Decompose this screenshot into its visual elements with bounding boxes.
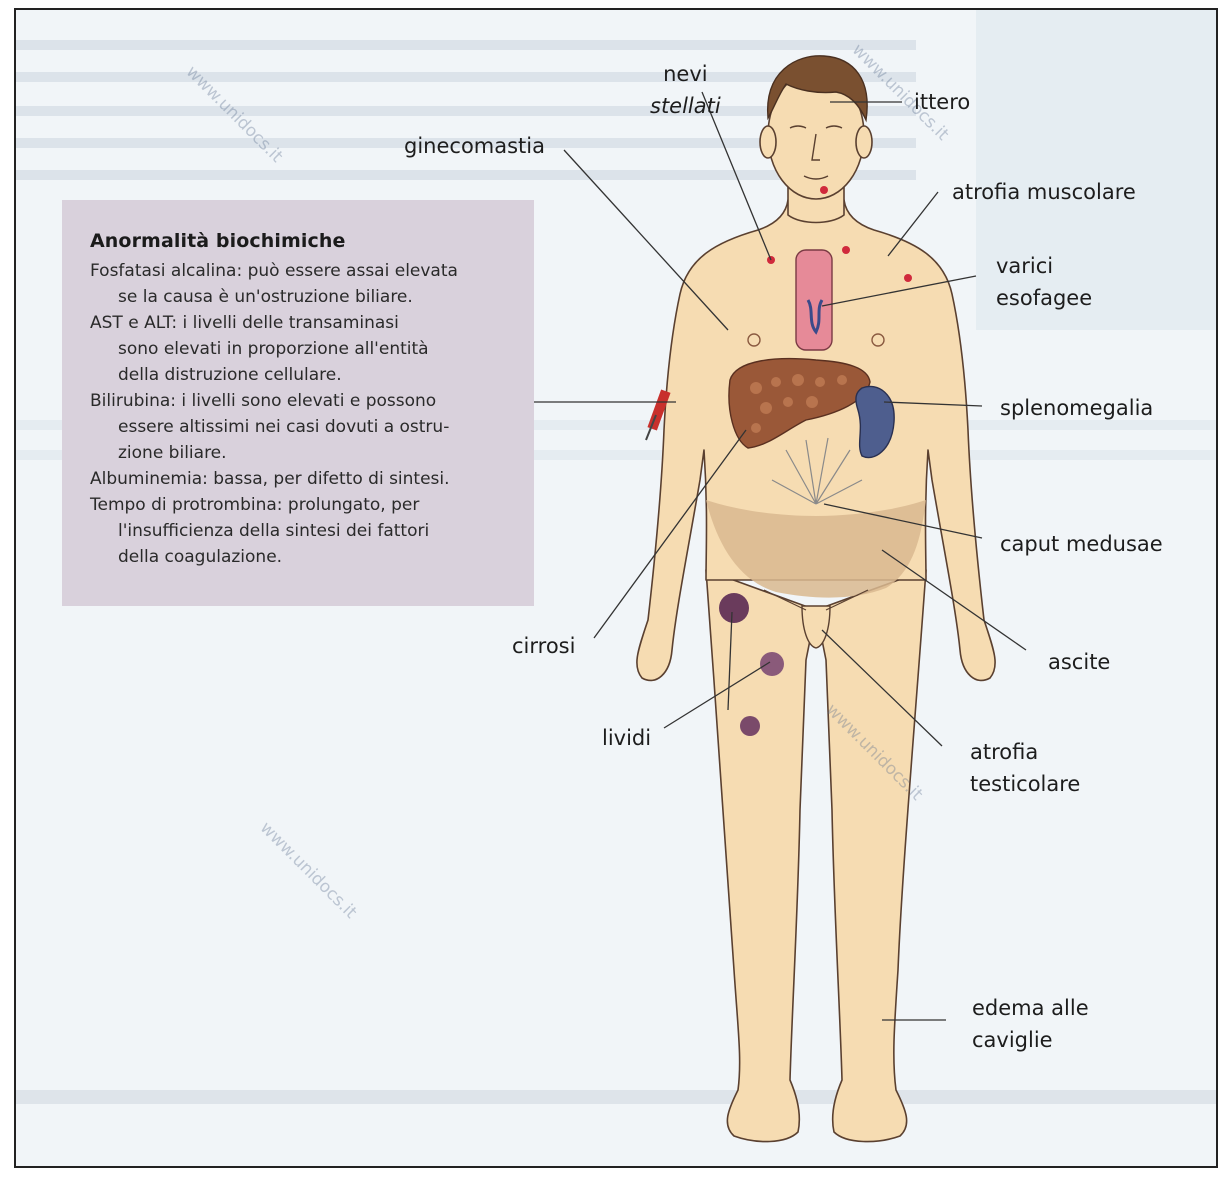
label-splenomegalia: splenomegalia xyxy=(1000,392,1153,424)
infobox-title: Anormalità biochimiche xyxy=(90,230,534,252)
esophagus xyxy=(796,250,832,350)
infobox-entry: AST e ALT: i livelli delle transaminasi … xyxy=(62,310,534,388)
label-atrofia-testicolare: atrofia testicolare xyxy=(970,736,1080,800)
label-atrofia-muscolare: atrofia muscolare xyxy=(952,176,1136,208)
label-ittero: ittero xyxy=(914,86,970,118)
infobox-entry: Albuminemia: bassa, per difetto di sinte… xyxy=(62,466,534,492)
figure-frame: www.unidocs.it www.unidocs.it www.unidoc… xyxy=(14,8,1218,1168)
label-ginecomastia: ginecomastia xyxy=(404,130,545,162)
infobox-entry: Fosfatasi alcalina: può essere assai ele… xyxy=(62,258,534,310)
label-cirrosi: cirrosi xyxy=(512,630,575,662)
label-edema-caviglie: edema alle caviglie xyxy=(972,992,1089,1056)
label-nevi-stellati: nevi stellati xyxy=(650,58,721,122)
infobox-entry: Bilirubina: i livelli sono elevati e pos… xyxy=(62,388,534,466)
biochemical-abnormalities-box: Anormalità biochimiche Fosfatasi alcalin… xyxy=(62,200,534,606)
label-caput-medusae: caput medusae xyxy=(1000,528,1163,560)
label-lividi: lividi xyxy=(602,722,651,754)
label-ascite: ascite xyxy=(1048,646,1110,678)
label-varici-esofagee: varici esofagee xyxy=(996,250,1092,314)
infobox-entry: Tempo di protrombina: prolungato, per l'… xyxy=(62,492,534,570)
